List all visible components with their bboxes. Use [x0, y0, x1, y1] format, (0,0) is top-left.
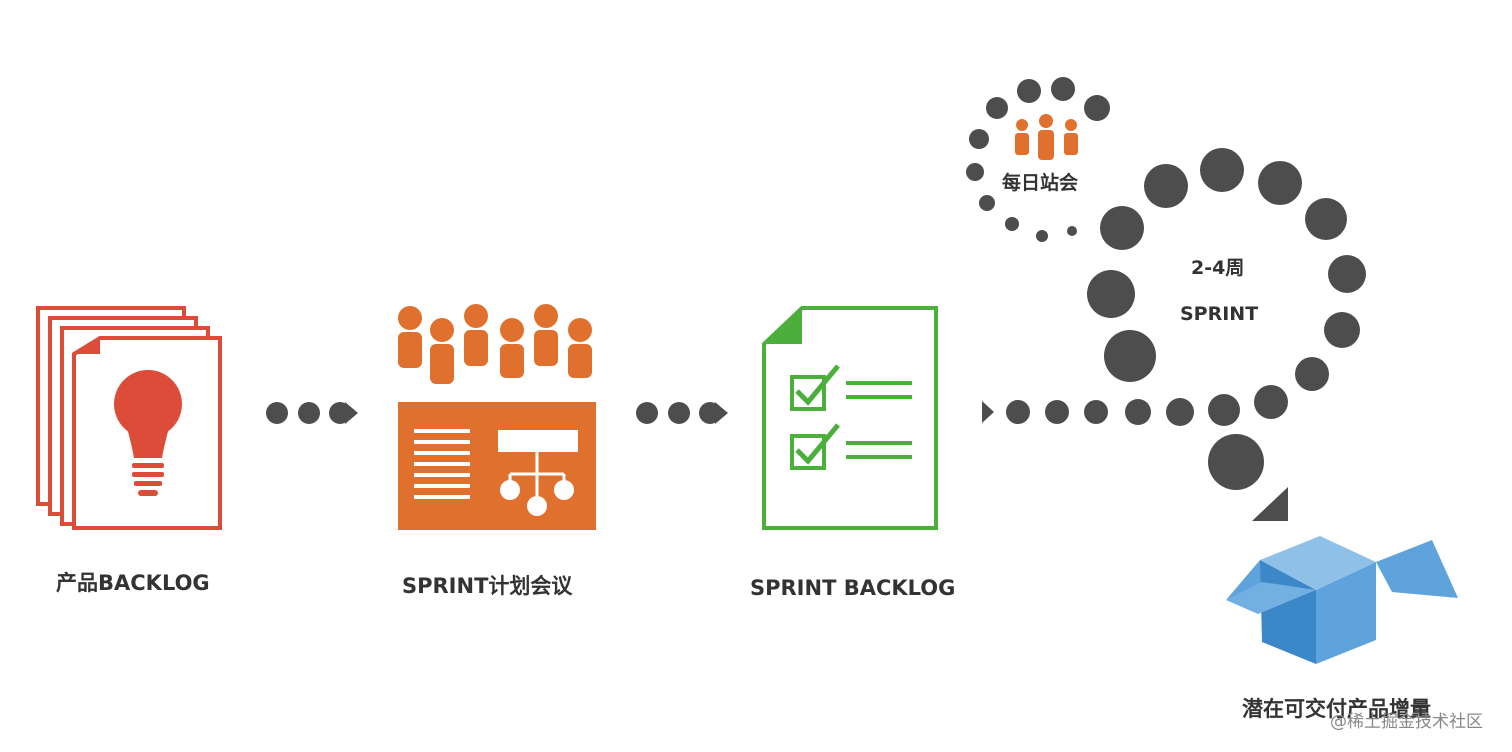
- sprint-planning-label: SPRINT计划会议: [402, 574, 573, 598]
- daily-standup-label: 每日站会: [1002, 172, 1079, 194]
- flow-arrow: [982, 394, 1240, 426]
- daily-standup-loop: [966, 77, 1110, 242]
- product-backlog-label: 产品BACKLOG: [56, 571, 210, 595]
- checkbox-icon: [790, 375, 826, 411]
- team-icon: [398, 304, 592, 384]
- sprint-loop: [1087, 148, 1366, 521]
- sprint-label: SPRINT: [1180, 303, 1259, 325]
- lightbulb-icon: [114, 370, 182, 438]
- team-presentation-icon: [398, 304, 596, 530]
- sprint-duration-label: 2-4周: [1191, 257, 1245, 279]
- checkbox-icon: [790, 434, 826, 470]
- lightbulb-documents-icon: [36, 306, 222, 530]
- watermark: @稀土掘金技术社区: [1330, 712, 1483, 732]
- sprint-backlog-label: SPRINT BACKLOG: [750, 576, 956, 600]
- checklist-document-icon: [762, 306, 938, 530]
- flow-arrow: [266, 402, 358, 424]
- flow-arrow: [636, 402, 728, 424]
- open-box-icon: [1226, 536, 1458, 664]
- team-icon: [1015, 114, 1078, 160]
- increment-label: 潜在可交付产品增量: [1242, 697, 1431, 721]
